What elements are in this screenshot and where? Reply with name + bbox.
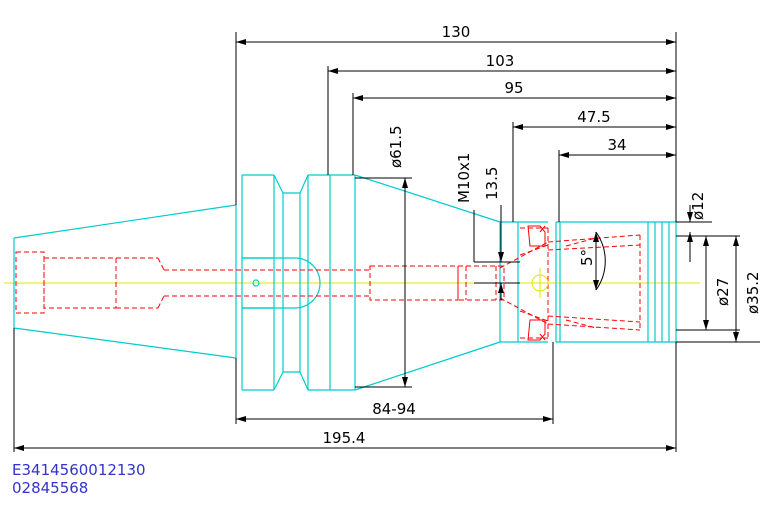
- collet-detail: [527, 225, 546, 341]
- dim-thread-m10-label: M10x1: [455, 153, 473, 203]
- dim-34-label: 34: [607, 136, 626, 154]
- dim-angle-5-label: 5°: [578, 249, 596, 266]
- part-number: 02845568: [12, 479, 89, 497]
- internal-hidden-lines: [15, 227, 641, 339]
- dim-47-5-label: 47.5: [577, 108, 610, 126]
- dim-dia-61-5-label: ø61.5: [387, 125, 405, 168]
- dim-84-94-label: 84-94: [372, 400, 416, 418]
- dim-dia-35-2-label: ø35.2: [744, 271, 762, 314]
- dim-95-label: 95: [504, 79, 523, 97]
- dimension-lines: [13, 32, 760, 452]
- tool-outline: [13, 174, 677, 391]
- dim-130-label: 130: [442, 23, 471, 41]
- dim-dia-12-label: ø12: [689, 192, 707, 220]
- dim-195-4-label: 195.4: [323, 429, 366, 447]
- dim-dia-27-label: ø27: [714, 278, 732, 306]
- dim-103-label: 103: [486, 52, 515, 70]
- dim-13-5-label: 13.5: [483, 167, 501, 200]
- part-code: E3414560012130: [12, 461, 146, 479]
